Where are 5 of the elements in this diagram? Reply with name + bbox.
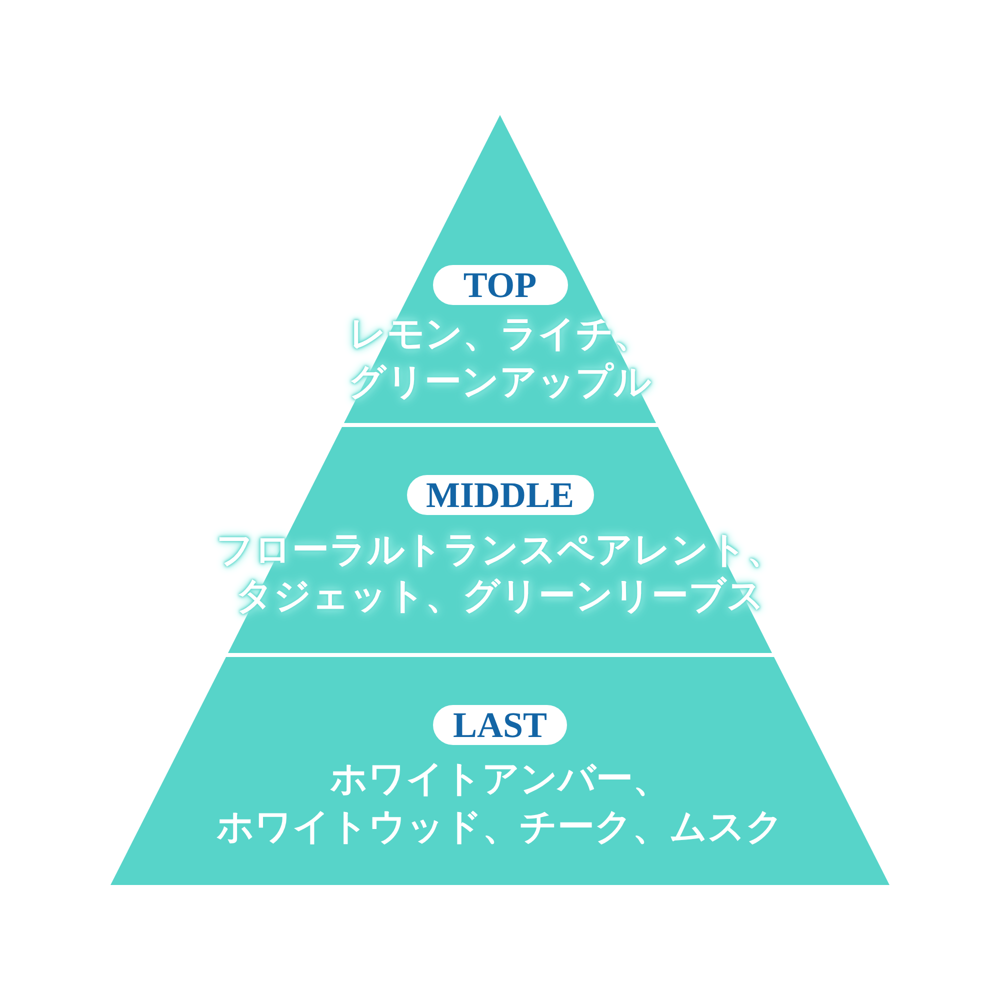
tier-label: MIDDLE xyxy=(406,475,594,515)
tier-label: LAST xyxy=(433,705,567,745)
pyramid-tier xyxy=(110,657,890,885)
scent-notes-text: ホワイトアンバー、ホワイトウッド、チーク、ムスク xyxy=(215,755,784,850)
tier-label: TOP xyxy=(432,265,568,305)
